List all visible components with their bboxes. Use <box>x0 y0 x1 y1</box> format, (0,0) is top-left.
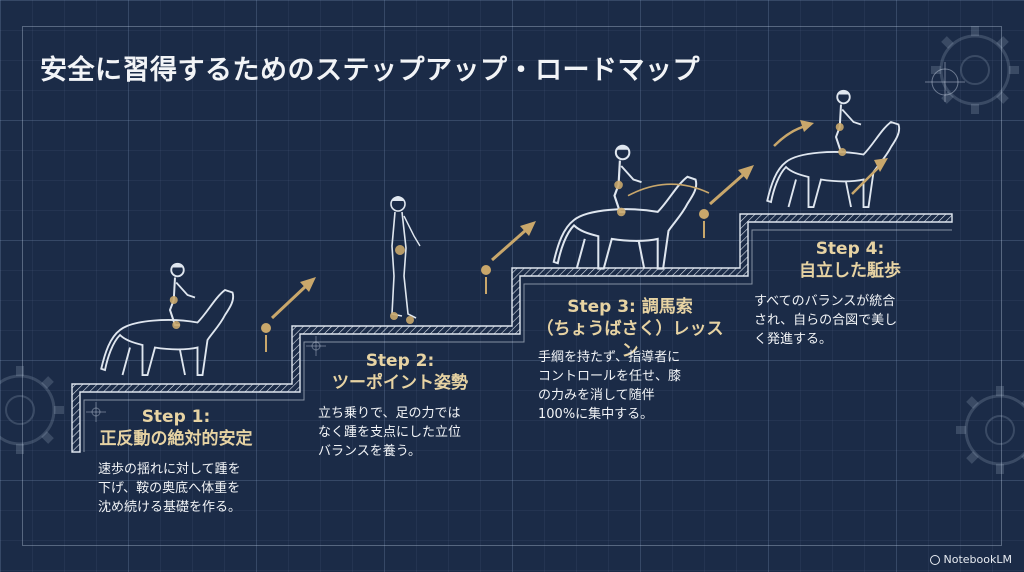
horse-rider-icon <box>100 262 235 376</box>
page-title: 安全に習得するためのステップアップ・ロードマップ <box>40 55 700 86</box>
gear-icon <box>956 386 1024 474</box>
step-4-description: すべてのバランスが統合 され、自らの合図で美し く発進する。 <box>754 294 898 347</box>
gear-icon <box>0 366 64 454</box>
up-arrow-icon <box>773 120 814 147</box>
brand-logo-icon <box>929 554 940 565</box>
standing-rider-icon <box>390 196 421 324</box>
brand-label: NotebookLM <box>943 553 1012 566</box>
step-1-title: Step 1: 正反動の絶対的安定 <box>99 407 253 449</box>
up-arrow-icon <box>481 221 536 294</box>
up-arrow-icon <box>851 158 888 195</box>
up-arrow-icon <box>261 277 316 352</box>
cantering-horse-icon <box>766 89 901 208</box>
lunging-horse-icon <box>552 143 710 270</box>
step-3-description: 手綱を持たず、指導者に コントロールを任せ、膝 の力みを消して随伴 100%に集… <box>538 350 682 422</box>
crosshair-icon <box>925 62 965 102</box>
step-2-description: 立ち乗りで、足の力では なく踵を支点にした立位 バランスを養う。 <box>318 406 462 459</box>
crosshair-icon <box>86 402 106 422</box>
gear-icon <box>931 26 1019 114</box>
up-arrow-icon <box>699 165 754 238</box>
step-3-title: Step 3: 調馬索 （ちょうばさく）レッスン <box>536 297 724 361</box>
staircase <box>71 213 953 453</box>
step-2-title: Step 2: ツーポイント姿勢 <box>332 351 468 393</box>
step-1-description: 速歩の揺れに対して踵を 下げ、鞍の奥底へ体重を 沈め続ける基礎を作る。 <box>98 462 242 515</box>
brand-watermark: NotebookLM <box>929 553 1012 566</box>
blueprint-frame <box>22 26 1002 546</box>
step-4-title: Step 4: 自立した駈歩 <box>799 239 901 281</box>
